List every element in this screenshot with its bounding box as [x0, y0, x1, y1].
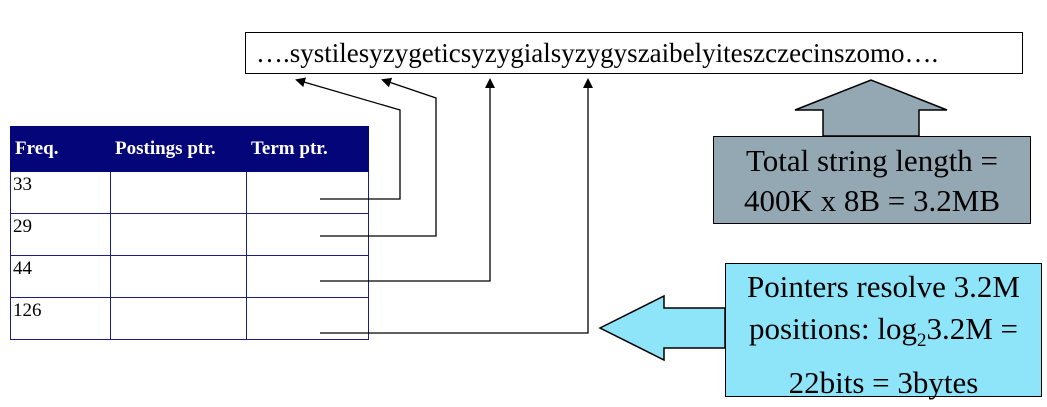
- header-term-ptr: Term ptr.: [246, 126, 369, 172]
- table-header-row: Freq. Postings ptr. Term ptr.: [10, 126, 369, 172]
- table-row: 33: [10, 171, 369, 214]
- term-pointer-44: [320, 78, 495, 282]
- pointer-size-callout: Pointers resolve 3.2M positions: log23.2…: [725, 263, 1042, 400]
- total-length-line-2: 400K x 8B = 3.2MB: [743, 183, 1001, 218]
- dictionary-string-text: ….systilesyzygeticsyzygialsyzygyszaibely…: [256, 38, 939, 68]
- term-pointer-29: [320, 77, 437, 237]
- postings-ptr-cell: [110, 213, 247, 256]
- header-postings-ptr: Postings ptr.: [110, 126, 247, 172]
- pointer-size-line-1: Pointers resolve 3.2M: [747, 269, 1020, 304]
- freq-cell: 29: [10, 213, 111, 256]
- table-row: 29: [10, 213, 369, 256]
- table-row: 126: [10, 297, 369, 340]
- freq-cell: 126: [10, 297, 111, 340]
- table-row: 44: [10, 255, 369, 298]
- pointer-size-line-2: positions: log23.2M =: [726, 308, 1041, 362]
- term-pointer-33: [295, 77, 401, 200]
- term-ptr-cell: [246, 171, 369, 214]
- term-ptr-cell: [246, 213, 369, 256]
- dictionary-string-box: ….systilesyzygeticsyzygialsyzygyszaibely…: [245, 32, 1023, 74]
- postings-ptr-cell: [110, 255, 247, 298]
- freq-cell: 44: [10, 255, 111, 298]
- postings-ptr-cell: [110, 297, 247, 340]
- header-freq: Freq.: [10, 126, 111, 172]
- pointer-size-line-2-prefix: positions: log: [749, 311, 917, 346]
- term-table: Freq. Postings ptr. Term ptr. 33 29 44 1…: [10, 126, 369, 340]
- total-length-callout: Total string length = 400K x 8B = 3.2MB: [713, 136, 1031, 224]
- left-block-arrow: [598, 294, 726, 362]
- pointer-size-line-3: 22bits = 3bytes: [788, 365, 979, 401]
- term-pointer-126: [320, 78, 593, 334]
- pointer-size-line-2-suffix: 3.2M =: [926, 311, 1018, 346]
- up-block-arrow: [794, 79, 948, 137]
- log-base-subscript: 2: [916, 330, 927, 352]
- total-length-line-1: Total string length =: [745, 143, 999, 178]
